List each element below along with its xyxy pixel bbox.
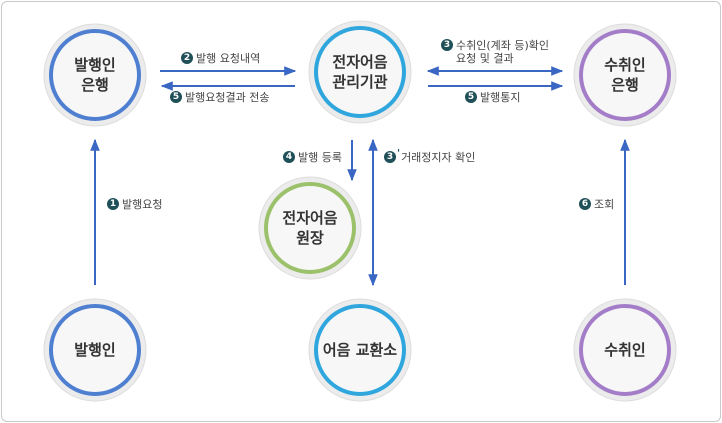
step-text: 발행 등록 xyxy=(298,151,342,164)
node-payee-bank: 수취인 은행 xyxy=(604,56,646,94)
node-payee: 수취인 xyxy=(604,341,646,359)
node-circle-ring xyxy=(579,29,671,121)
node-circle-ring xyxy=(579,304,671,396)
step-number-badge: 5 xyxy=(170,91,182,103)
step-text: 발행요청결과 전송 xyxy=(185,91,270,104)
node-circle-ring xyxy=(314,304,406,396)
node-circle-ring xyxy=(49,304,141,396)
step-text: 수취인(계좌 등)확인 요청 및 결과 xyxy=(456,39,550,65)
node-e-note-management-agency: 전자어음 관리기관 xyxy=(332,53,388,91)
node-issuer: 발행인 xyxy=(74,341,116,359)
step-text: 거래정지자 확인 xyxy=(401,151,476,164)
step-prime-mark: ' xyxy=(397,148,401,159)
step-text: 발행통지 xyxy=(480,91,521,104)
node-e-note-ledger: 전자어음 원장 xyxy=(282,209,338,247)
step-label: 3'거래정지자 확인 xyxy=(384,148,476,164)
node-circle-ring xyxy=(49,29,141,121)
step-number-badge: 4 xyxy=(283,151,295,163)
step-number-badge: 2 xyxy=(181,52,193,64)
step-text: 조회 xyxy=(594,198,615,211)
node-circle-ring xyxy=(264,182,356,274)
node-circle-ring xyxy=(314,26,406,118)
step-number-badge: 6 xyxy=(579,198,591,210)
step-number-badge: 3 xyxy=(441,39,453,51)
step-number-badge: 5 xyxy=(465,91,477,103)
step-number-badge: 1 xyxy=(107,198,119,210)
node-clearing-house: 어음 교환소 xyxy=(322,341,398,359)
step-text: 발행 요청내역 xyxy=(196,52,261,65)
node-issuer-bank: 발행인 은행 xyxy=(74,56,116,94)
step-text: 발행요청 xyxy=(122,198,163,211)
step-number-badge: 3 xyxy=(384,151,396,163)
